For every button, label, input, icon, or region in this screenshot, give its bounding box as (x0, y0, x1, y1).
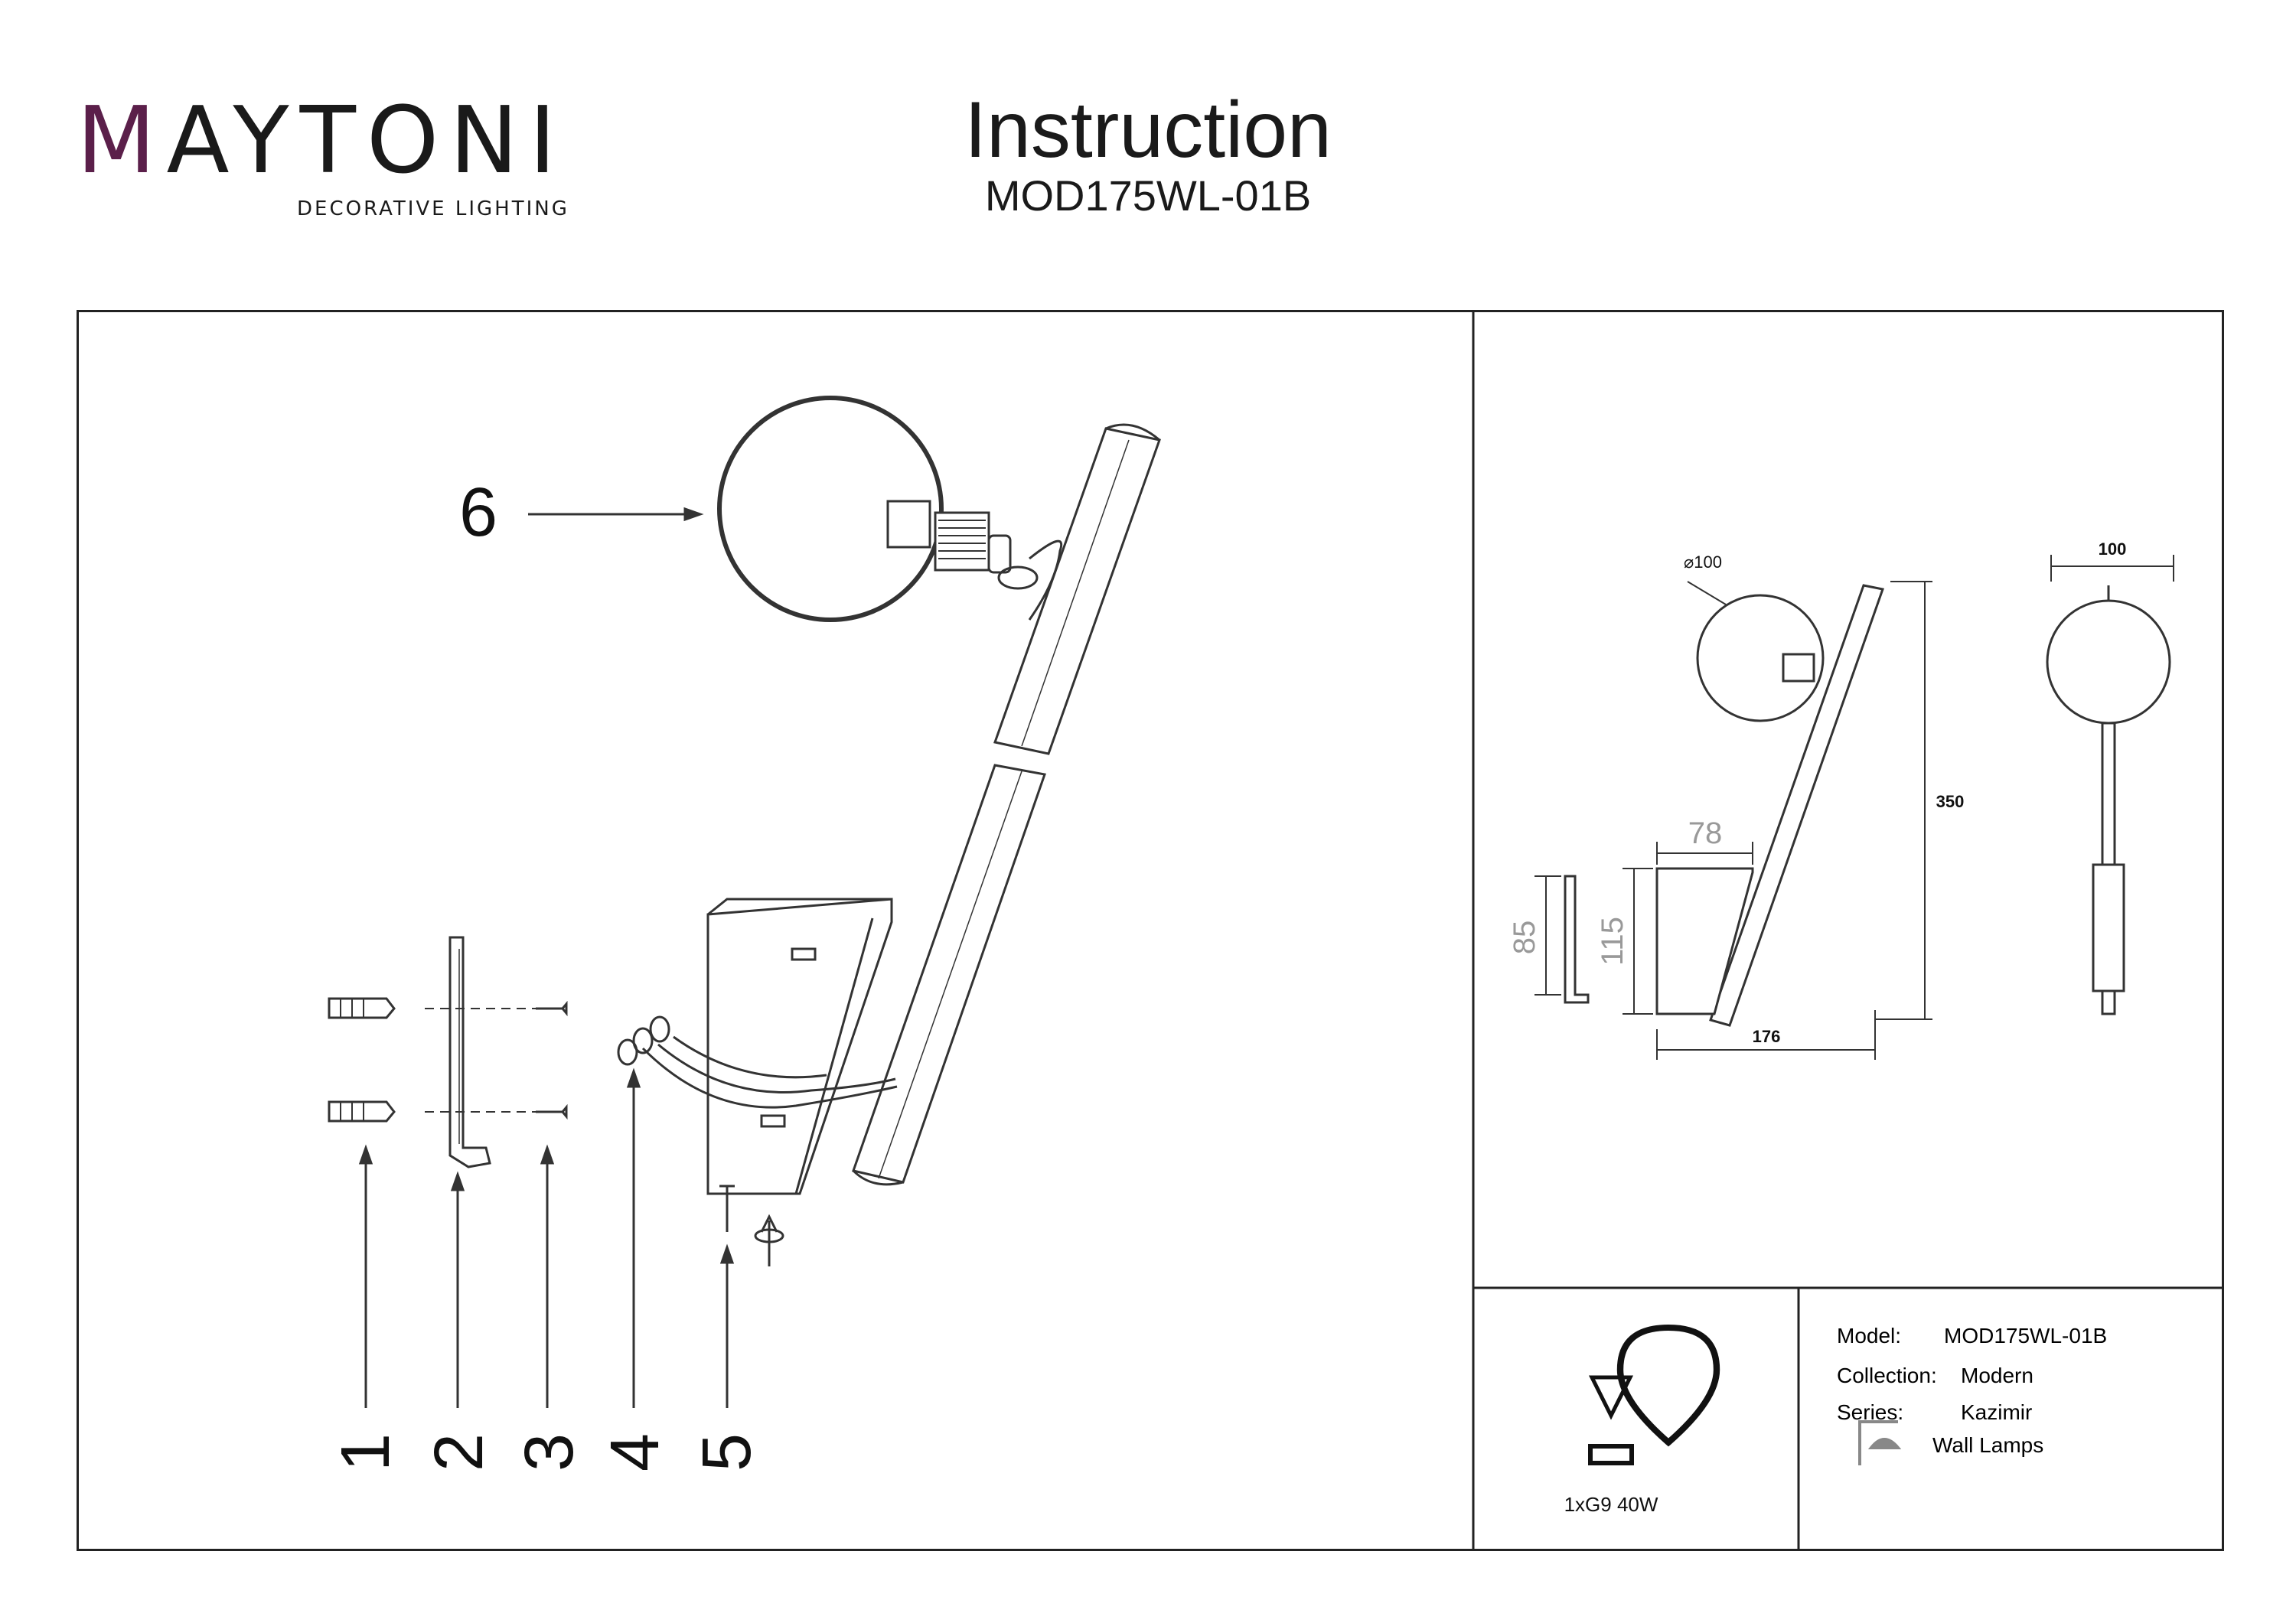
dim-projection: 176 (1753, 1027, 1781, 1046)
dim-height-total: 350 (1936, 792, 1965, 811)
exploded-view (328, 396, 1161, 1266)
collection-value: Modern (1961, 1364, 2033, 1387)
model-value: MOD175WL-01B (1944, 1324, 2107, 1348)
part-label-2: 2 (421, 1433, 497, 1471)
dim-diameter: ⌀100 (1684, 552, 1722, 572)
bulb-spec: 1xG9 40W (1564, 1493, 1658, 1516)
instruction-frame (77, 310, 2224, 1551)
brand-logo: MAYTONI (77, 96, 567, 187)
bulb-icon (1588, 1324, 1720, 1465)
part-label-5: 5 (689, 1433, 765, 1471)
brand-tagline: DECORATIVE LIGHTING (297, 197, 569, 220)
side-ring (1696, 594, 1825, 722)
model-code: MOD175WL-01B (984, 171, 1312, 220)
page-title: Instruction (964, 86, 1332, 174)
dim-height-bracket: 85 (1508, 921, 1541, 955)
type-value: Wall Lamps (1932, 1433, 2043, 1457)
series-label: Series: (1837, 1400, 1903, 1424)
dimension-lines (1534, 555, 2174, 1060)
logo-letter-m: M (77, 88, 167, 194)
leader-lines (358, 507, 735, 1408)
ring-shade (717, 396, 944, 622)
dim-depth-box: 78 (1688, 816, 1723, 850)
part-label-1: 1 (328, 1433, 404, 1471)
dim-width-front: 100 (2099, 539, 2127, 559)
part-label-6: 6 (459, 474, 497, 551)
collection-label: Collection: (1837, 1364, 1937, 1387)
model-label: Model: (1837, 1324, 1901, 1348)
series-value: Kazimir (1961, 1400, 2032, 1424)
part-label-4: 4 (597, 1433, 673, 1471)
part-label-3: 3 (511, 1433, 588, 1471)
dim-height-box: 115 (1596, 917, 1629, 966)
dimension-drawing (1564, 584, 2171, 1027)
front-ring (2046, 599, 2171, 725)
logo-name: AYTONI (166, 88, 567, 194)
wall-lamp-icon (1858, 1420, 1902, 1465)
